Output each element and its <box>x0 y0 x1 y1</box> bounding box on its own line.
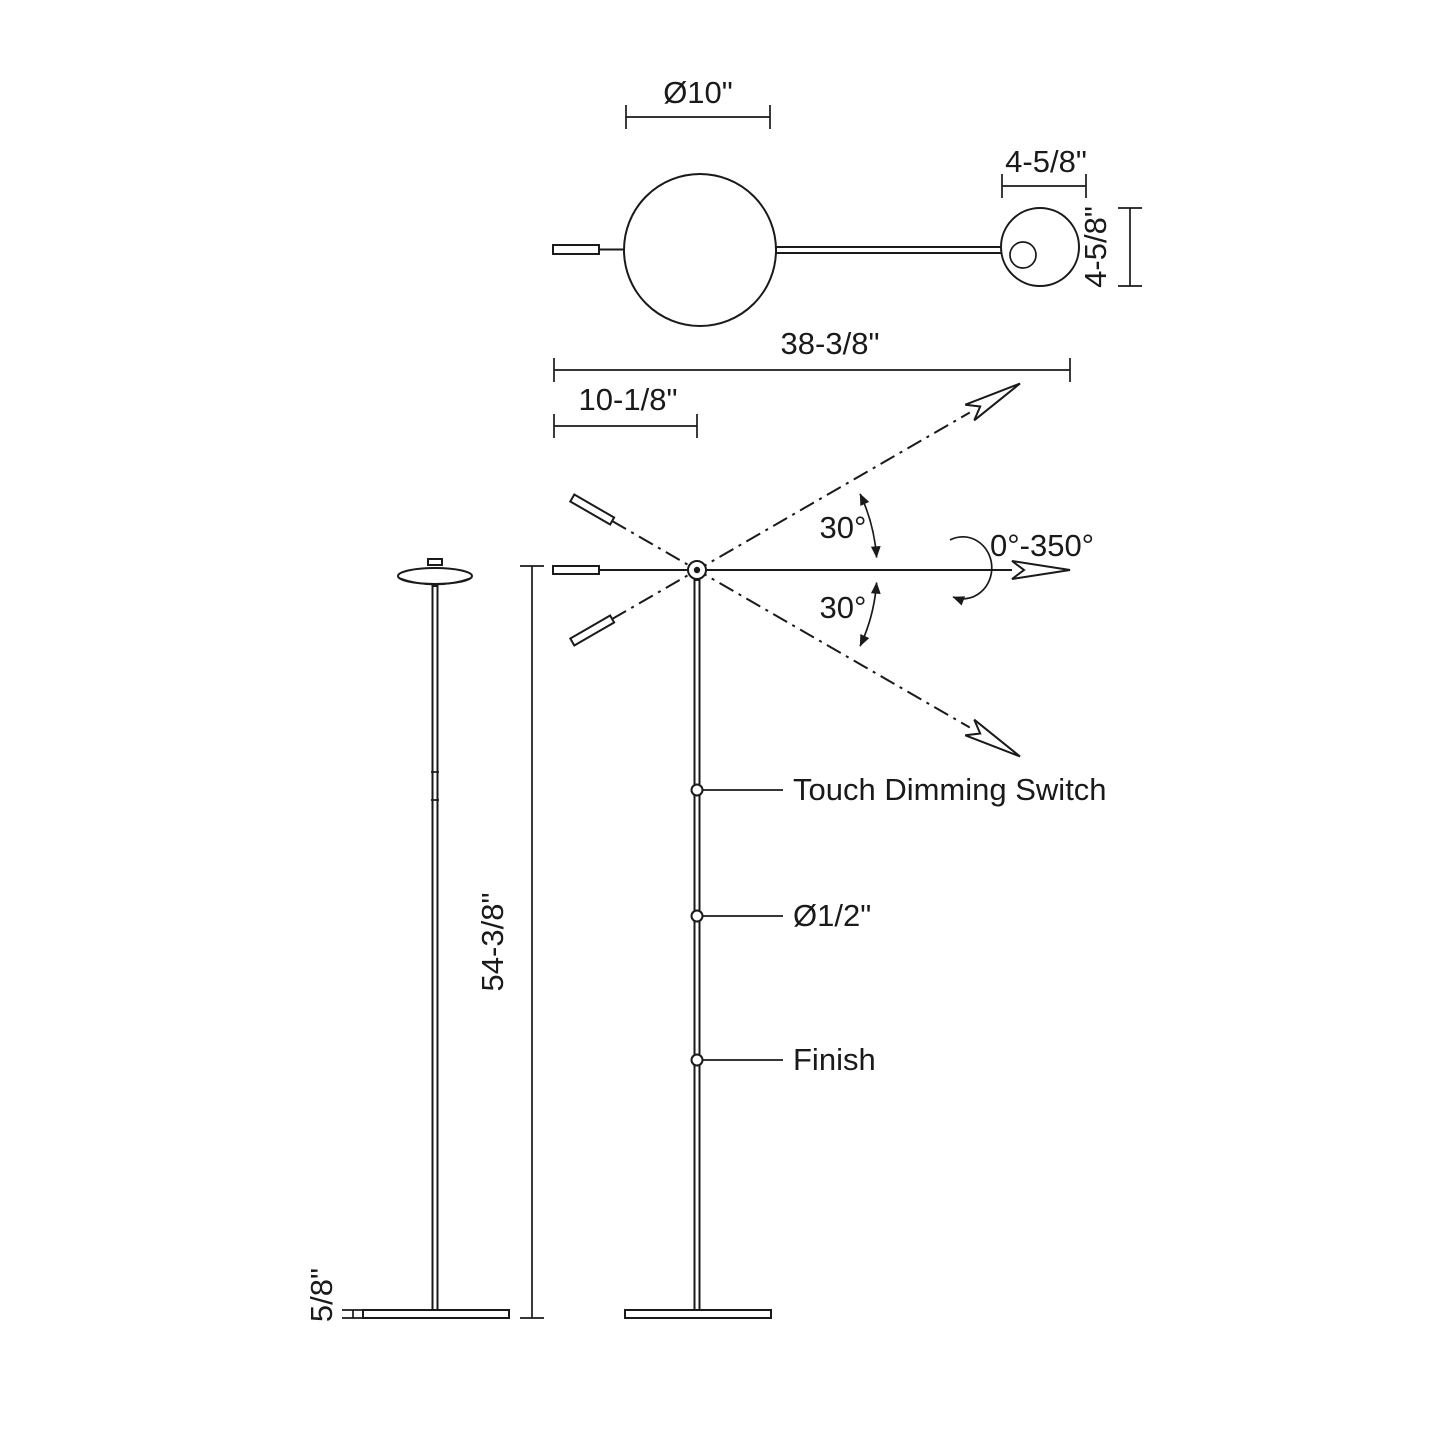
shade-rim <box>398 577 472 586</box>
pole-diameter-label: Ø1/2" <box>793 898 871 933</box>
arm-stub <box>552 565 600 575</box>
tilt-down-arm <box>566 489 1026 766</box>
rotation-range-label: 0°-350° <box>990 528 1094 563</box>
pole-front <box>431 585 439 1311</box>
touch-switch-marker <box>690 783 704 797</box>
dim-arm-left-offset: 10-1/8" <box>553 382 698 438</box>
tilt-down-label: 30° <box>820 590 867 625</box>
touch-switch-label: Touch Dimming Switch <box>793 772 1107 807</box>
shade-diameter-label: Ø10" <box>663 75 733 110</box>
pivot-center <box>693 566 701 574</box>
dim-shade-diameter: Ø10" <box>625 75 771 129</box>
head-top-view <box>1000 207 1080 287</box>
base-thickness-label: 5/8" <box>304 1268 339 1322</box>
pole-detail <box>693 579 701 1311</box>
dim-pole-height: 54-3/8" <box>475 565 544 1319</box>
base-front <box>362 1309 510 1319</box>
tilt-up-arc <box>859 493 881 558</box>
shade-top-view <box>623 173 777 327</box>
dim-head-depth: 4-5/8" <box>1078 206 1142 288</box>
dim-base-thickness: 5/8" <box>304 1268 364 1322</box>
front-view: 54-3/8" 5/8" <box>304 558 544 1322</box>
dim-head-width: 4-5/8" <box>1001 144 1087 198</box>
rotation-arrow <box>949 535 993 606</box>
overall-width-label: 38-3/8" <box>781 326 880 361</box>
articulation-view: 30° 30° 0°-350° <box>552 374 1094 766</box>
head-width-label: 4-5/8" <box>1005 144 1087 179</box>
dim-overall-width: 38-3/8" <box>553 326 1071 382</box>
head-lens <box>1009 241 1037 269</box>
pole-height-label: 54-3/8" <box>475 893 510 992</box>
pole-diameter-marker <box>690 909 704 923</box>
finish-label: Finish <box>793 1042 876 1077</box>
finish-marker <box>690 1053 704 1067</box>
tilt-up-label: 30° <box>820 510 867 545</box>
head-depth-label: 4-5/8" <box>1078 206 1113 288</box>
top-view: Ø10" 4-5/8" 4-5/8" <box>552 75 1142 327</box>
arm-left-offset-label: 10-1/8" <box>579 382 678 417</box>
shade-cap <box>427 558 443 566</box>
base-detail <box>624 1309 772 1319</box>
lamp-head-side <box>1011 560 1071 580</box>
tilt-down-arc <box>859 582 881 647</box>
pole-detail-view: Touch Dimming Switch Ø1/2" Finish <box>624 579 1107 1319</box>
cord-stub <box>552 244 600 255</box>
arm-top-view <box>775 246 1003 254</box>
